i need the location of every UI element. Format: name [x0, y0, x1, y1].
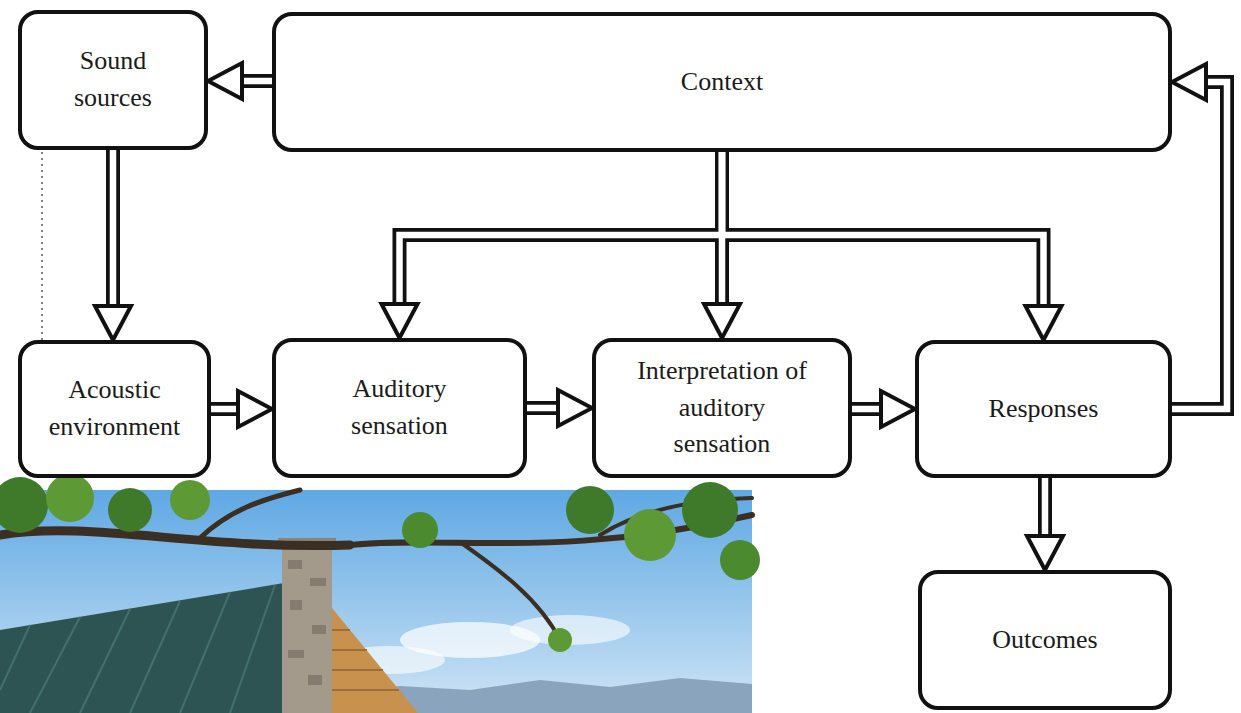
- connector-fill: [722, 152, 1044, 306]
- connector-outline: [400, 152, 723, 304]
- roof-ridges: [0, 585, 275, 713]
- connector-fill: [852, 406, 881, 413]
- arrow-head: [558, 390, 592, 426]
- source-box: Sound sources: [18, 10, 208, 150]
- tree-leaves: [0, 474, 760, 652]
- arrow-head: [881, 391, 915, 427]
- connector-fill: [400, 152, 723, 304]
- arrow-head: [382, 304, 418, 338]
- text-stack: Acoustic environment: [35, 372, 195, 446]
- box-label: Responses: [989, 391, 1099, 428]
- connector-outline: [722, 152, 1044, 306]
- connector-outline: [527, 401, 558, 415]
- text-stack: Context: [681, 64, 763, 101]
- house-photo: [0, 474, 760, 713]
- connector-outline: [1172, 82, 1227, 409]
- arrow-head: [1026, 306, 1062, 340]
- outcome-box: Outcomes: [918, 570, 1172, 710]
- process-box: Acoustic environment: [18, 340, 211, 478]
- connector-outline: [1038, 478, 1052, 536]
- box-label: Acoustic environment: [35, 372, 195, 446]
- connector-outline: [211, 402, 238, 416]
- arrow-head: [1027, 536, 1063, 570]
- process-box: Responses: [915, 340, 1172, 478]
- box-label: Outcomes: [992, 622, 1097, 659]
- chimney: [282, 545, 332, 713]
- connector-fill: [110, 150, 117, 306]
- arrow-head: [238, 391, 272, 427]
- chimney-stones: [288, 560, 326, 685]
- context-box: Context: [272, 12, 1172, 152]
- connector-fill: [242, 78, 272, 85]
- arrow-head: [208, 63, 242, 99]
- process-box: Auditory sensation: [272, 338, 527, 478]
- box-label: Interpretation of auditory sensation: [637, 353, 807, 464]
- box-label: Sound sources: [48, 43, 178, 117]
- text-stack: Auditory sensation: [320, 371, 480, 445]
- connector-outline: [242, 74, 272, 88]
- box-label: Auditory sensation: [320, 371, 480, 445]
- arrow-head: [95, 306, 131, 340]
- text-stack: Interpretation of auditory sensation: [637, 353, 807, 464]
- connector-fill: [1172, 82, 1227, 409]
- log-gable: [332, 608, 418, 713]
- connector-outline: [852, 402, 881, 416]
- connector-outline: [106, 150, 120, 306]
- connector-fill: [527, 405, 558, 412]
- arrow-head: [704, 304, 740, 338]
- arrow-head: [1172, 64, 1206, 100]
- text-stack: Responses: [989, 391, 1099, 428]
- box-label: Context: [681, 64, 763, 101]
- roof: [0, 582, 300, 713]
- connector-fill: [1042, 478, 1049, 536]
- text-stack: Outcomes: [992, 622, 1097, 659]
- process-box: Interpretation of auditory sensation: [592, 338, 852, 478]
- text-stack: Sound sources: [48, 43, 178, 117]
- connector-fill: [211, 406, 238, 413]
- log-lines: [332, 630, 399, 690]
